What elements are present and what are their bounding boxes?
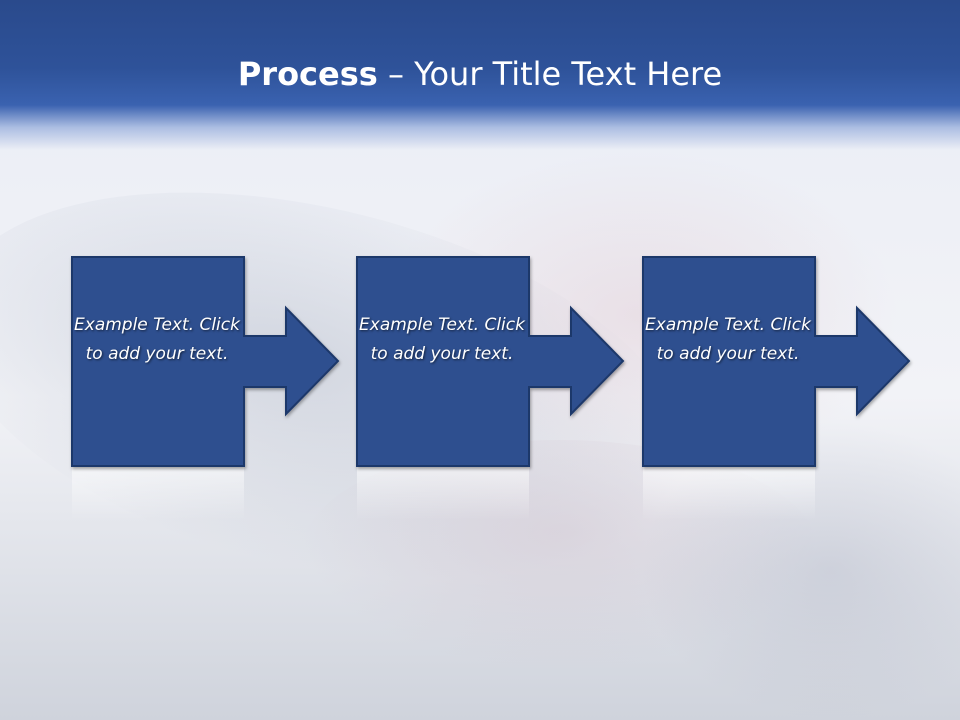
title-bar	[0, 0, 960, 150]
step-text-1[interactable]: Example Text. Click to add your text.	[74, 315, 240, 364]
step-text-2[interactable]: Example Text. Click to add your text.	[359, 315, 525, 364]
step-text-3[interactable]: Example Text. Click to add your text.	[645, 315, 811, 364]
reflection-3	[643, 467, 815, 520]
slide-title[interactable]: Process – Your Title Text Here	[0, 52, 960, 96]
reflection-1	[72, 467, 244, 520]
step-shape-2[interactable]	[356, 256, 625, 467]
step-shape-1[interactable]	[71, 256, 340, 467]
title-rest: – Your Title Text Here	[377, 55, 723, 93]
step-shape-3[interactable]	[642, 256, 911, 467]
title-strong: Process	[237, 55, 378, 93]
reflection-2	[357, 467, 529, 520]
